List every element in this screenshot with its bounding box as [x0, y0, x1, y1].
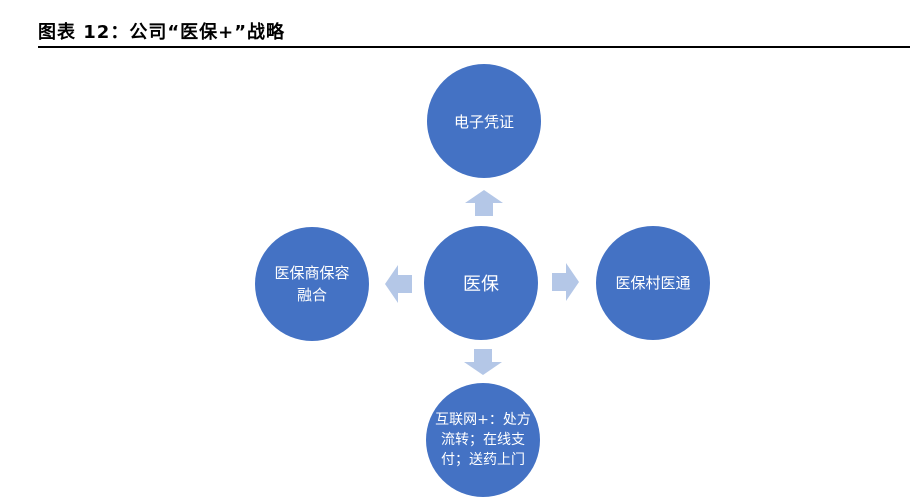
- node-internet-plus: 互联网+：处方流转；在线支付；送药上门: [426, 383, 540, 497]
- title-rule: [38, 46, 910, 48]
- node-bottom-label: 互联网+：处方流转；在线支付；送药上门: [435, 412, 531, 468]
- node-left-label: 医保商保容融合: [274, 264, 350, 304]
- node-electronic-voucher: 电子凭证: [427, 64, 541, 178]
- node-center-label: 医保: [463, 274, 499, 295]
- arrow-right-icon: [552, 263, 579, 301]
- node-village-doctor: 医保村医通: [596, 226, 710, 340]
- node-right-label: 医保村医通: [615, 274, 691, 292]
- arrow-down-icon: [464, 349, 502, 375]
- node-top-label: 电子凭证: [453, 112, 514, 131]
- arrow-up-icon: [465, 190, 503, 216]
- node-medical-commercial-insurance: 医保商保容融合: [255, 227, 369, 341]
- figure-title: 图表 12：公司“医保+”战略: [38, 22, 286, 43]
- node-medical-insurance-center: 医保: [424, 226, 538, 340]
- arrow-left-icon: [385, 265, 412, 303]
